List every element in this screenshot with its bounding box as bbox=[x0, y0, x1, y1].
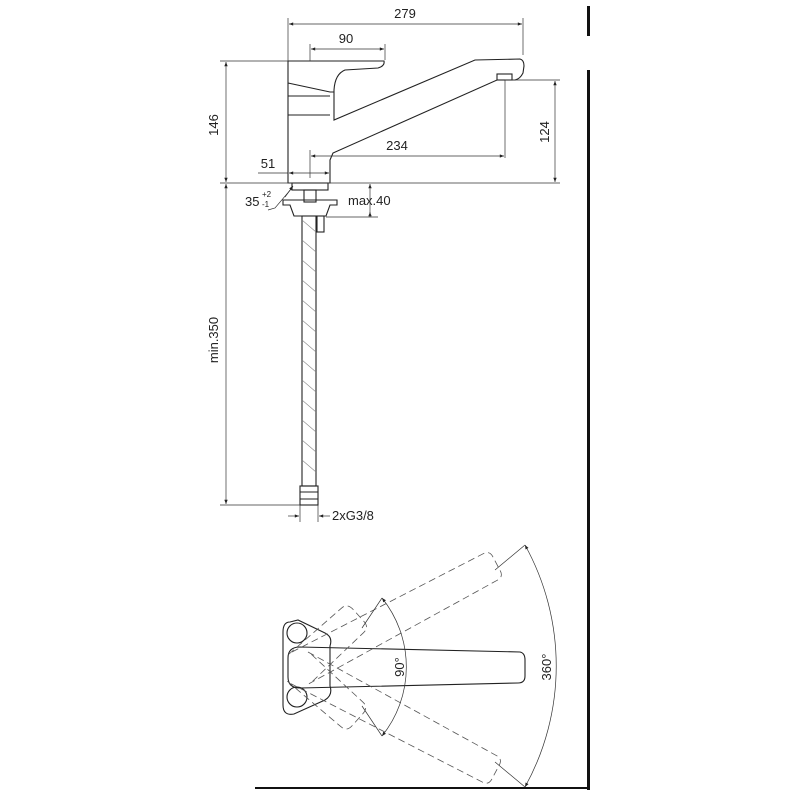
dim-base-diameter: 51 bbox=[261, 156, 275, 171]
dim-hole-tol-plus: +2 bbox=[262, 190, 272, 199]
dim-hole: 35 bbox=[245, 194, 259, 209]
dimensions bbox=[220, 18, 560, 522]
faucet-top-view bbox=[282, 544, 557, 788]
dim-connection: 2xG3/8 bbox=[332, 508, 374, 523]
dim-spout-reach: 234 bbox=[386, 138, 408, 153]
dim-hose-length: min.350 bbox=[206, 317, 221, 363]
frame-bar-right bbox=[587, 70, 590, 790]
frame-bar-bottom bbox=[255, 787, 590, 789]
dim-height: 146 bbox=[206, 114, 221, 136]
hose-fitting bbox=[299, 485, 319, 506]
angle-spout-label: 360° bbox=[539, 654, 554, 681]
faucet-side-view bbox=[282, 58, 525, 506]
dim-spout-height: 124 bbox=[537, 121, 552, 143]
angle-handle-label: 90° bbox=[392, 657, 407, 677]
dim-max-thickness: max.40 bbox=[348, 193, 391, 208]
dim-hole-tol-minus: -1 bbox=[262, 200, 270, 209]
dim-total-length: 279 bbox=[394, 6, 416, 21]
frame-bar-top bbox=[587, 6, 590, 36]
hose bbox=[301, 215, 317, 487]
dim-handle-length: 90 bbox=[339, 31, 353, 46]
